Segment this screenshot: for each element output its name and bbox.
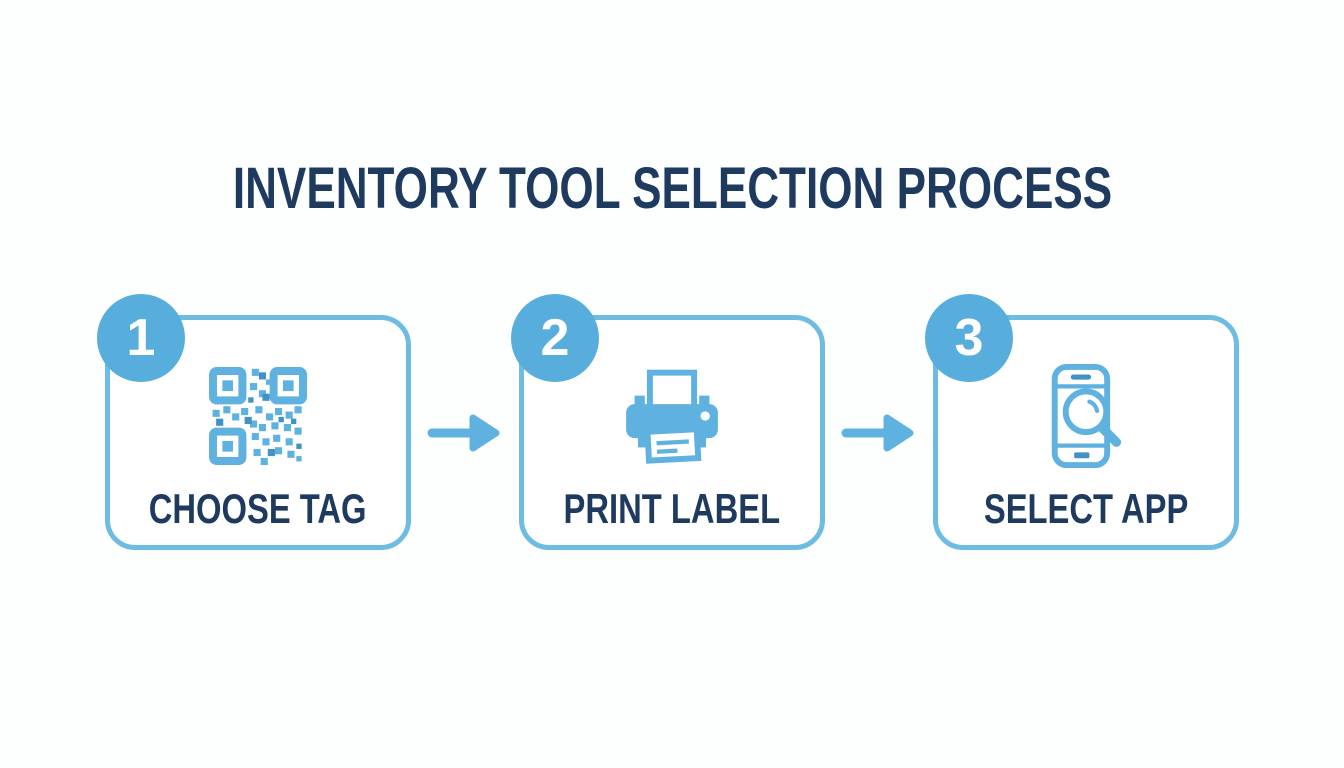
smartphone-search-icon	[1035, 356, 1137, 476]
step-label: PRINT LABEL	[563, 485, 781, 532]
step-label: SELECT APP	[983, 485, 1189, 532]
step-number-badge: 3	[925, 294, 1013, 382]
step-card-choose-tag: 1	[97, 294, 411, 550]
right-arrow-icon	[427, 411, 503, 460]
right-arrow-icon	[841, 411, 917, 460]
qr-code-icon	[209, 356, 307, 476]
step-card-select-app: 3 SELECT APP	[925, 294, 1239, 550]
header: INVENTORY TOOL SELECTION PROCESS	[0, 160, 1344, 218]
printer-icon	[621, 356, 723, 476]
page-title: INVENTORY TOOL SELECTION PROCESS	[232, 156, 1112, 221]
step-number-badge: 2	[511, 294, 599, 382]
step-card-print-label: 2 PRINT LABEL	[511, 294, 825, 550]
process-flow: 1	[97, 294, 1239, 550]
step-label: CHOOSE TAG	[149, 485, 367, 532]
step-number-badge: 1	[97, 294, 185, 382]
